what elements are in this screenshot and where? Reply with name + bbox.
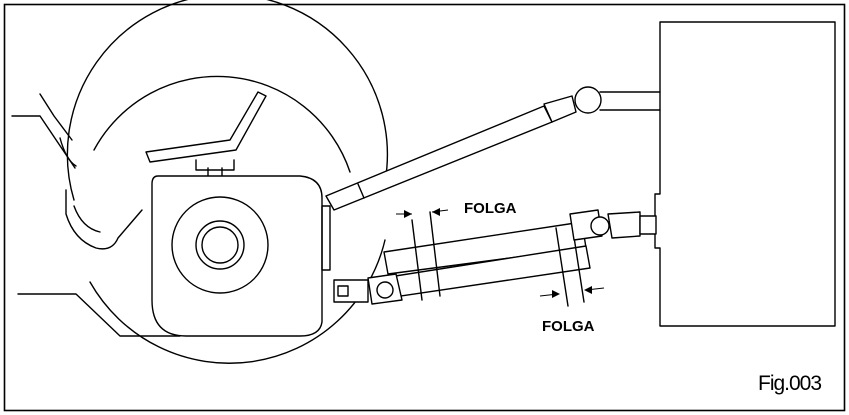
left-bracket bbox=[11, 93, 181, 337]
upper-tie-rod bbox=[325, 86, 661, 211]
figure-frame bbox=[3, 3, 846, 412]
clearance-dimension-top bbox=[396, 208, 449, 218]
hub bbox=[171, 196, 269, 294]
clearance-label-bottom: FOLGA bbox=[542, 318, 595, 335]
figure-caption: Fig.003 bbox=[758, 372, 821, 395]
right-clevis-joint bbox=[569, 209, 657, 241]
clearance-dimension-bottom bbox=[539, 286, 605, 298]
brake-shoe bbox=[145, 91, 267, 177]
axle-housing bbox=[654, 21, 836, 327]
clearance-label-top: FOLGA bbox=[464, 200, 517, 217]
lower-rod-assembly bbox=[369, 211, 591, 307]
left-clevis-joint bbox=[333, 273, 403, 305]
